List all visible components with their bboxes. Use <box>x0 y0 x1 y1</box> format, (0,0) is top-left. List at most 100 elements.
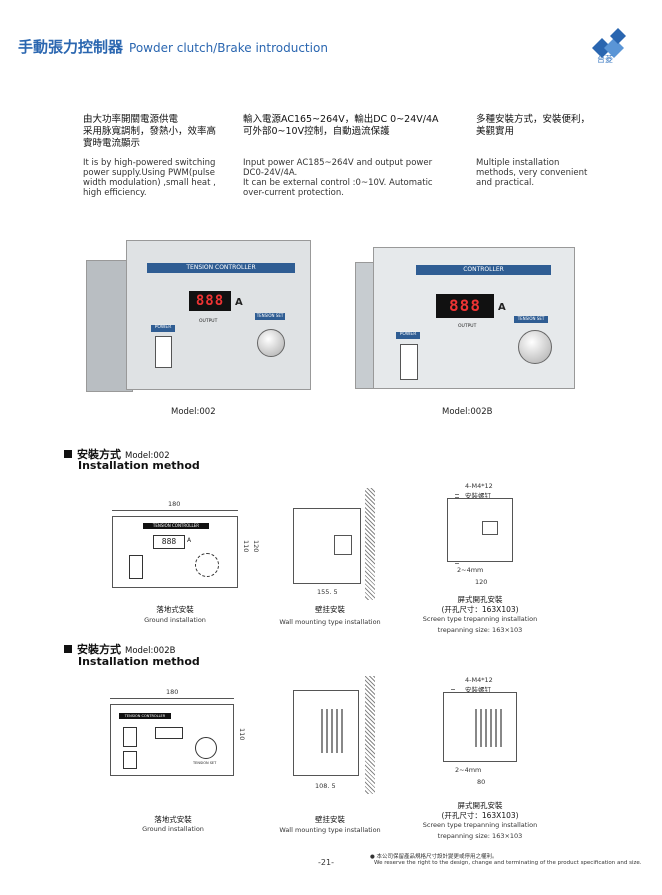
caption-zh: 屏式開孔安裝 <box>457 595 503 604</box>
feature-en: Input power AC185~264V and output power … <box>243 158 433 198</box>
inner-panel <box>482 521 498 535</box>
feature-zh: 輸入電源AC165~264V，輸出DC 0~24V/4A 可外部0~10V控制，… <box>243 114 439 137</box>
switch-outline <box>123 727 137 747</box>
model-label-002b: Model:002B <box>442 407 493 417</box>
feature-zh: 多種安裝方式，安裝便利， 美觀實用 <box>476 114 591 137</box>
caption-size-zh: (开孔尺寸：163X103) <box>441 811 519 820</box>
brand-logo-icon <box>592 28 626 58</box>
feature-en: It is by high-powered switching power su… <box>83 158 216 198</box>
vent-slots <box>472 709 502 747</box>
knob-outline <box>195 737 217 759</box>
caption-en: Screen type trepanning installation <box>422 615 538 623</box>
dim-depth: 108. 5 <box>315 782 336 790</box>
switch-outline <box>129 555 143 579</box>
section-heading-en: Installation method <box>78 655 200 668</box>
display-outline <box>155 727 183 739</box>
title-zh: 手動張力控制器 <box>18 38 124 56</box>
tension-knob[interactable] <box>257 329 285 357</box>
model-label-002: Model:002 <box>171 407 216 417</box>
knob-label: TENSION SET <box>514 316 548 323</box>
bullet-square-icon <box>64 450 72 458</box>
tension-knob[interactable] <box>518 330 552 364</box>
caption-zh: 落地式安裝 <box>156 605 194 614</box>
device-outline <box>447 498 513 562</box>
device-front: TENSION CONTROLLER 888 A OUTPUT POWER TE… <box>126 240 311 390</box>
panel-label: TENSION CONTROLLER <box>143 523 209 529</box>
dim-gap: 2~4mm <box>457 566 484 574</box>
screen-drawing-002: 4-M4*12 安裝螺钉 2~4mm 120 <box>435 478 535 590</box>
caption-zh: 落地式安裝 <box>154 815 192 824</box>
current-display: 888 <box>436 294 494 318</box>
footer-note-en: We reserve the right to the design, chan… <box>374 860 642 866</box>
dim-height-a: 110 <box>238 728 246 741</box>
feature-zh: 由大功率開關電源供電 采用脉寬調制，發熱小，效率高 實時電流顯示 <box>83 114 217 149</box>
screw-spec-zh: 安裝螺钉 <box>465 492 491 500</box>
knob-label: TENSION SET <box>193 761 217 765</box>
bullet-square-icon <box>64 645 72 653</box>
device-outline <box>293 690 359 776</box>
dim-line <box>112 510 238 511</box>
page-number: -21- <box>318 858 334 867</box>
wall-drawing-002: 155. 5 <box>285 488 380 600</box>
panel-label: CONTROLLER <box>416 265 551 275</box>
caption-size-zh: (开孔尺寸：163X103) <box>441 605 519 614</box>
display-outline: 888 <box>153 535 185 549</box>
feature-column-1: 由大功率開關電源供電 采用脉寬調制，發熱小，效率高 實時電流顯示 It is b… <box>83 114 243 198</box>
page-title: 手動張力控制器 Powder clutch/Brake introduction <box>18 36 328 57</box>
unit-label: A <box>235 297 243 308</box>
knob-label: TENSION SET <box>255 313 285 320</box>
switch-outline <box>123 751 137 769</box>
panel-label: TENSION CONTROLLER <box>119 713 171 719</box>
output-label: OUTPUT <box>458 324 477 329</box>
screw-spec: 4-M4*12 <box>465 482 493 490</box>
device-front: CONTROLLER 888 A OUTPUT POWER TENSION SE… <box>373 247 575 389</box>
logo-text: 台菱 <box>597 55 613 64</box>
dim-line <box>110 698 234 699</box>
caption-en: Ground installation <box>142 825 204 833</box>
device-outline: TENSION CONTROLLER TENSION SET <box>110 704 234 776</box>
caption-en: Screen type trepanning installation <box>422 821 538 829</box>
feature-en: Multiple installation methods, very conv… <box>476 158 588 188</box>
wall-hatch <box>365 676 375 794</box>
caption-en: Wall mounting type installation <box>279 826 381 834</box>
caption-en: Wall mounting type installation <box>279 618 381 626</box>
caption-zh: 壁挂安裝 <box>315 605 345 614</box>
screw-spec-zh: 安裝螺钉 <box>465 686 491 694</box>
unit-label: A <box>498 302 506 313</box>
feature-column-2: 輸入電源AC165~264V，輸出DC 0~24V/4A 可外部0~10V控制，… <box>243 114 463 198</box>
inner-panel <box>334 535 352 555</box>
device-outline <box>443 692 517 762</box>
output-label: OUTPUT <box>199 319 218 324</box>
dim-depth: 155. 5 <box>317 588 338 596</box>
power-switch[interactable] <box>400 344 418 380</box>
caption-en-size: trepanning size: 163×103 <box>437 626 523 634</box>
caption-en: Ground installation <box>144 616 206 624</box>
dim-gap: 2~4mm <box>455 766 482 774</box>
caption-zh: 屏式開孔安裝 <box>457 801 503 810</box>
dim-width: 80 <box>477 778 486 786</box>
product-photo-002b: CONTROLLER 888 A OUTPUT POWER TENSION SE… <box>355 247 580 397</box>
device-outline: TENSION CONTROLLER 888 A <box>112 516 238 588</box>
vent-slots <box>318 709 344 753</box>
wall-drawing-002b: 108. 5 <box>285 676 380 794</box>
screen-drawing-002b: 4-M4*12 安裝螺钉 2~4mm 80 <box>435 670 535 790</box>
caption-zh: 壁挂安裝 <box>315 815 345 824</box>
power-label: POWER <box>151 325 175 332</box>
footer-note-zh: ● 本公司保留產品規格尺寸設計變更或停用之權利。 <box>370 854 498 860</box>
knob-outline <box>195 553 219 577</box>
device-outline <box>293 508 361 584</box>
dim-height-b: 120 <box>252 540 260 553</box>
power-switch[interactable] <box>155 336 172 368</box>
power-label: POWER <box>396 332 420 339</box>
title-en: Powder clutch/Brake introduction <box>129 41 328 55</box>
current-display: 888 <box>189 291 231 311</box>
caption-en-size: trepanning size: 163×103 <box>437 832 523 840</box>
wall-hatch <box>365 488 375 600</box>
feature-column-3: 多種安裝方式，安裝便利， 美觀實用 Multiple installation … <box>476 114 636 188</box>
section-heading-en: Installation method <box>78 459 200 472</box>
dim-height-a: 110 <box>242 540 250 553</box>
ground-drawing-002b: 180 TENSION CONTROLLER TENSION SET 110 <box>108 688 248 784</box>
dim-width: 180 <box>168 500 181 508</box>
